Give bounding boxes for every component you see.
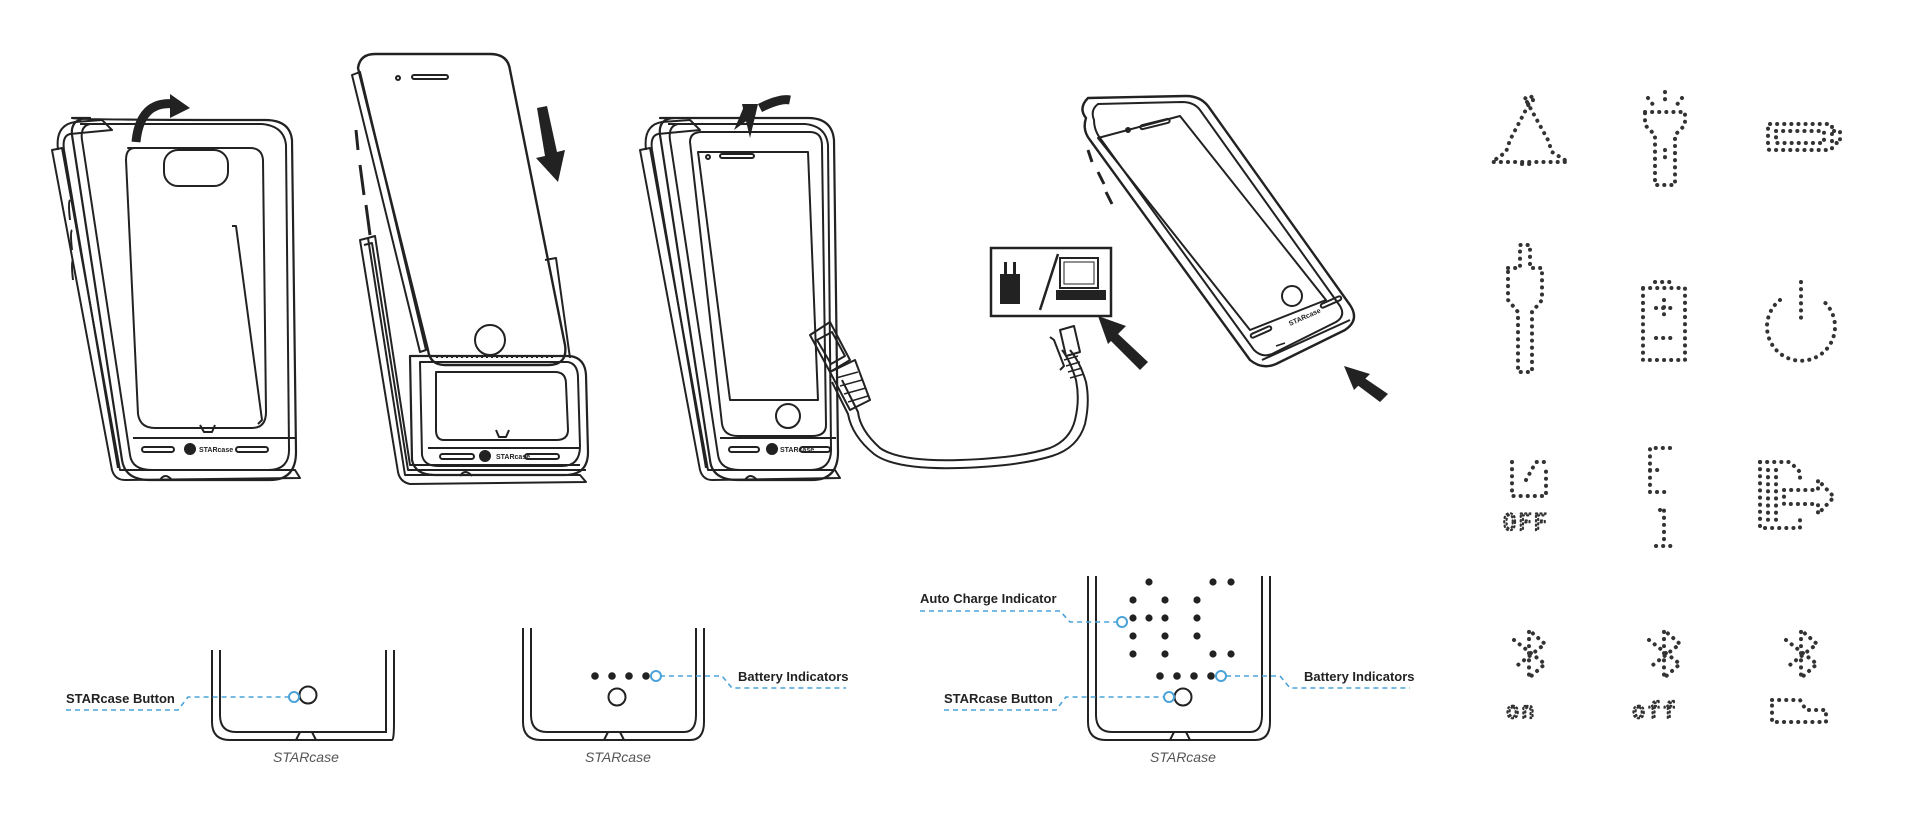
- brand-label: STARcase: [1288, 308, 1322, 328]
- plug-arrow: [1098, 316, 1148, 370]
- rotate-arrow-close: [734, 95, 791, 138]
- leader-line: [660, 675, 846, 689]
- caption: STARcase: [585, 749, 651, 765]
- e1-icon: [1648, 446, 1674, 548]
- brand-label: STARcase: [780, 447, 814, 454]
- power-source-box: [989, 246, 1113, 318]
- starcase-button-label: STARcase Button: [66, 691, 175, 706]
- bluetooth-phone-icon: [1770, 628, 1828, 724]
- starcase-button-label: STARcase Button: [944, 691, 1053, 706]
- detail-battery: [522, 628, 705, 741]
- bluetooth-off-icon: [1647, 628, 1682, 680]
- leader-line: [920, 610, 1410, 711]
- bell-icon: [1490, 94, 1570, 166]
- case-step-insert: [351, 52, 590, 485]
- case-step-open: [51, 116, 301, 482]
- charging-phone: [1081, 94, 1356, 368]
- detail-button: [211, 650, 395, 741]
- battery-indicator-dots: [591, 672, 650, 680]
- power-icon: [1765, 280, 1837, 363]
- bt-off-label: off: [1632, 699, 1678, 724]
- caption: STARcase: [1150, 749, 1216, 765]
- brand-label: STARcase: [496, 454, 530, 461]
- switch-off-icon: [1510, 460, 1552, 498]
- wrench-icon: [1506, 243, 1544, 374]
- exit-arrow-icon: [1758, 460, 1836, 530]
- bluetooth-on-icon: [1512, 628, 1547, 680]
- case-step-closed: [639, 116, 841, 482]
- auto-charge-indicator-label: Auto Charge Indicator: [920, 591, 1057, 606]
- on-label: on: [1506, 699, 1537, 724]
- caption: STARcase: [273, 749, 339, 765]
- plug-arrow: [1344, 366, 1388, 402]
- battery-plus-icon: [1641, 280, 1687, 362]
- brand-label: STARcase: [199, 447, 233, 454]
- rotate-arrow: [131, 94, 190, 143]
- usb-cable: [809, 321, 1089, 470]
- battery-indicators-label: Battery Indicators: [1304, 669, 1415, 684]
- battery-horizontal-icon: [1766, 122, 1842, 152]
- flashlight-icon: [1643, 90, 1687, 187]
- ac-dot-matrix: [1129, 578, 1235, 680]
- off-label: OFF: [1503, 511, 1549, 536]
- down-arrow: [536, 106, 565, 182]
- battery-indicators-label: Battery Indicators: [738, 669, 849, 684]
- leader-line: [66, 696, 290, 711]
- detail-auto-charge: [1087, 576, 1271, 741]
